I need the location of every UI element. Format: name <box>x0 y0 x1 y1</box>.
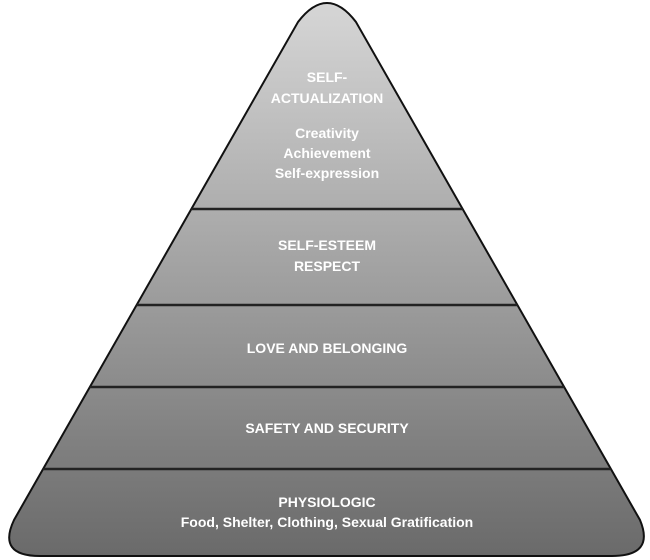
level-self-esteem-title: RESPECT <box>294 258 361 274</box>
level-physiologic-detail: Food, Shelter, Clothing, Sexual Gratific… <box>181 514 473 530</box>
level-physiologic-title: PHYSIOLOGIC <box>278 494 375 510</box>
pyramid-shape <box>8 2 645 557</box>
level-self-actualization-detail: Self-expression <box>275 165 379 181</box>
level-self-actualization-detail: Achievement <box>283 145 370 161</box>
level-self-esteem-title: SELF-ESTEEM <box>278 237 376 253</box>
level-self-actualization-title: SELF- <box>307 69 348 85</box>
level-self-actualization-detail: Creativity <box>295 125 359 141</box>
level-safety-security-title: SAFETY AND SECURITY <box>245 420 409 436</box>
level-love-belonging-title: LOVE AND BELONGING <box>247 340 408 356</box>
level-self-actualization-title: ACTUALIZATION <box>271 90 384 106</box>
